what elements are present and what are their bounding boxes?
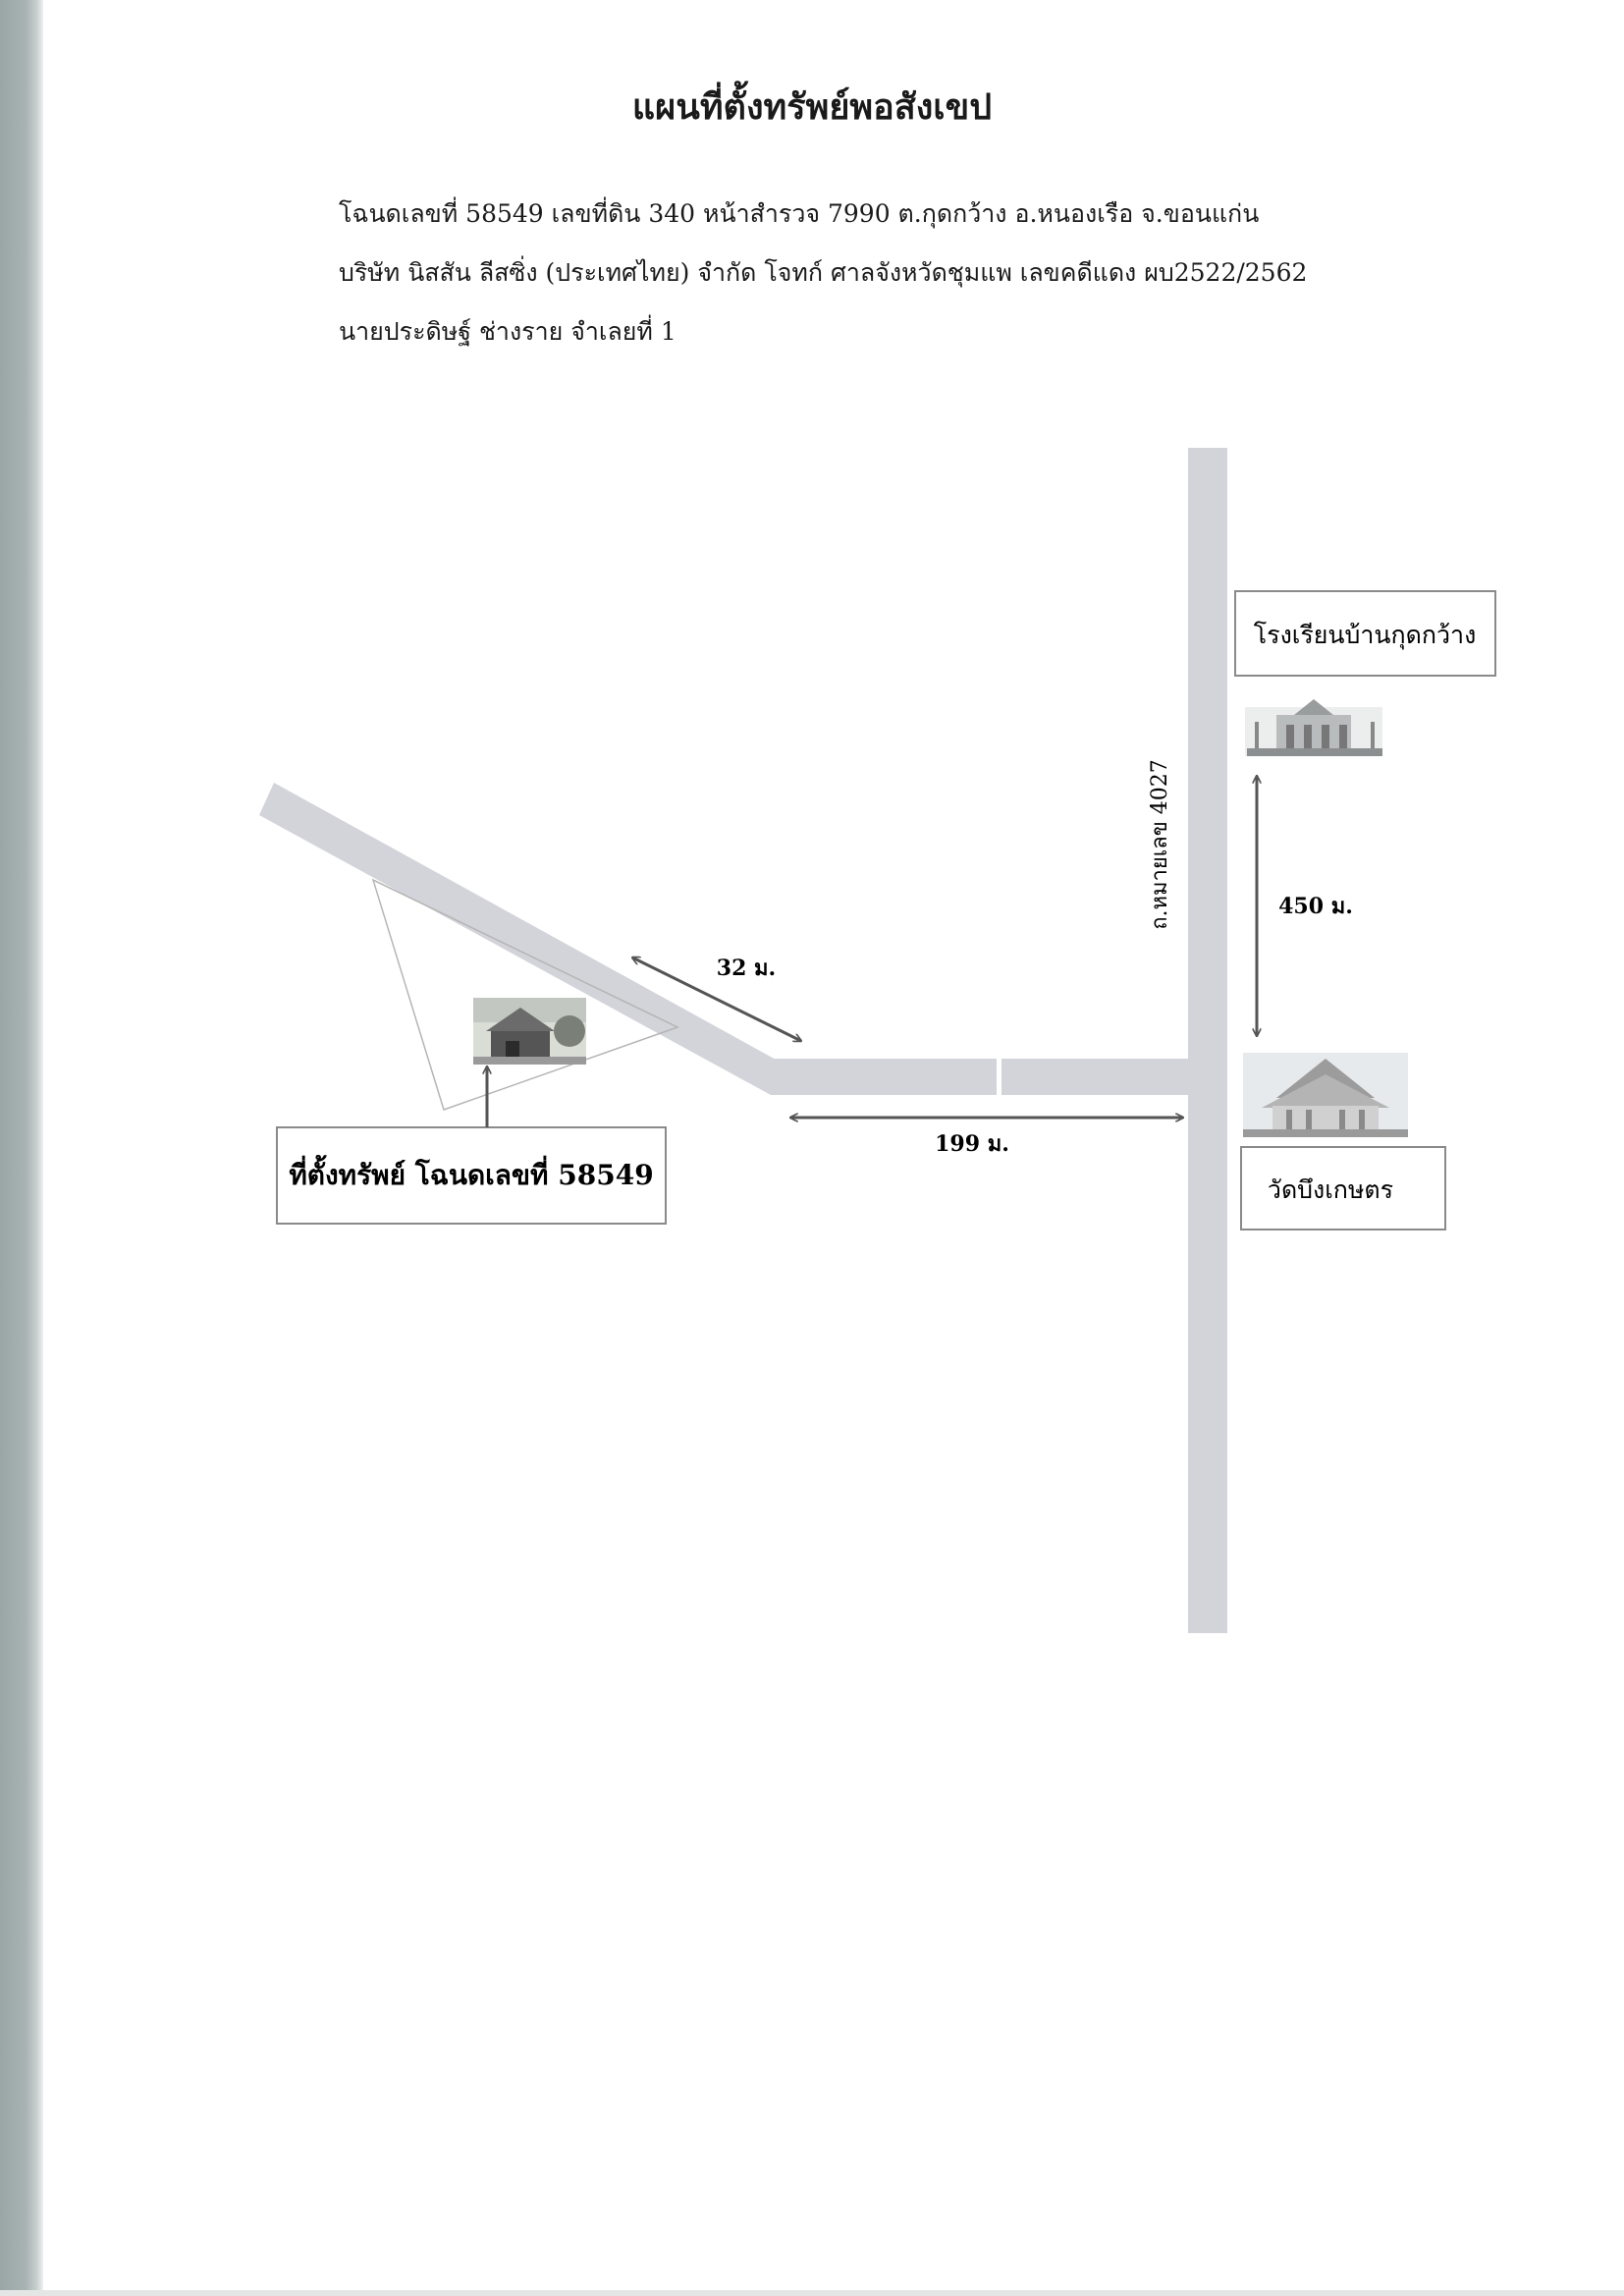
case-info-line: บริษัท นิสสัน ลีสซิ่ง (ประเทศไทย) จำกัด … <box>339 258 1308 287</box>
main-road-4027 <box>1188 448 1227 1633</box>
defendant-info-line: นายประดิษฐ์ ช่างราย จำเลยที่ 1 <box>339 317 677 346</box>
school-photo <box>1245 699 1382 756</box>
deed-info-line: โฉนดเลขที่ 58549 เลขที่ดิน 340 หน้าสำรวจ… <box>339 199 1260 228</box>
school-label-box <box>1234 590 1496 677</box>
page-title: แผนที่ตั้งทรัพย์พอสังเขป <box>631 86 993 128</box>
side-road-segment-1 <box>771 1059 997 1095</box>
side-road-segment-2 <box>1001 1059 1203 1095</box>
school-label: โรงเรียนบ้านกุดกว้าง <box>1254 621 1477 650</box>
property-photo <box>473 998 586 1065</box>
property-label: ที่ตั้งทรัพย์ โฉนดเลขที่ 58549 <box>289 1154 653 1191</box>
scan-margin <box>0 0 43 2296</box>
distance-arrow-32 <box>632 956 801 1043</box>
distance-199-label: 199 ม. <box>935 1131 1009 1157</box>
temple-label: วัดบึงเกษตร <box>1268 1175 1393 1204</box>
road-label: ถ.หมายเลข 4027 <box>1148 759 1172 930</box>
property-label-box <box>276 1126 667 1225</box>
scan-bottom-edge <box>0 2290 1624 2296</box>
distance-32-label: 32 ม. <box>717 956 776 981</box>
temple-label-box <box>1240 1146 1446 1230</box>
distance-450-label: 450 ม. <box>1278 894 1353 919</box>
temple-photo <box>1243 1053 1408 1137</box>
property-plot-outline <box>371 878 679 1111</box>
